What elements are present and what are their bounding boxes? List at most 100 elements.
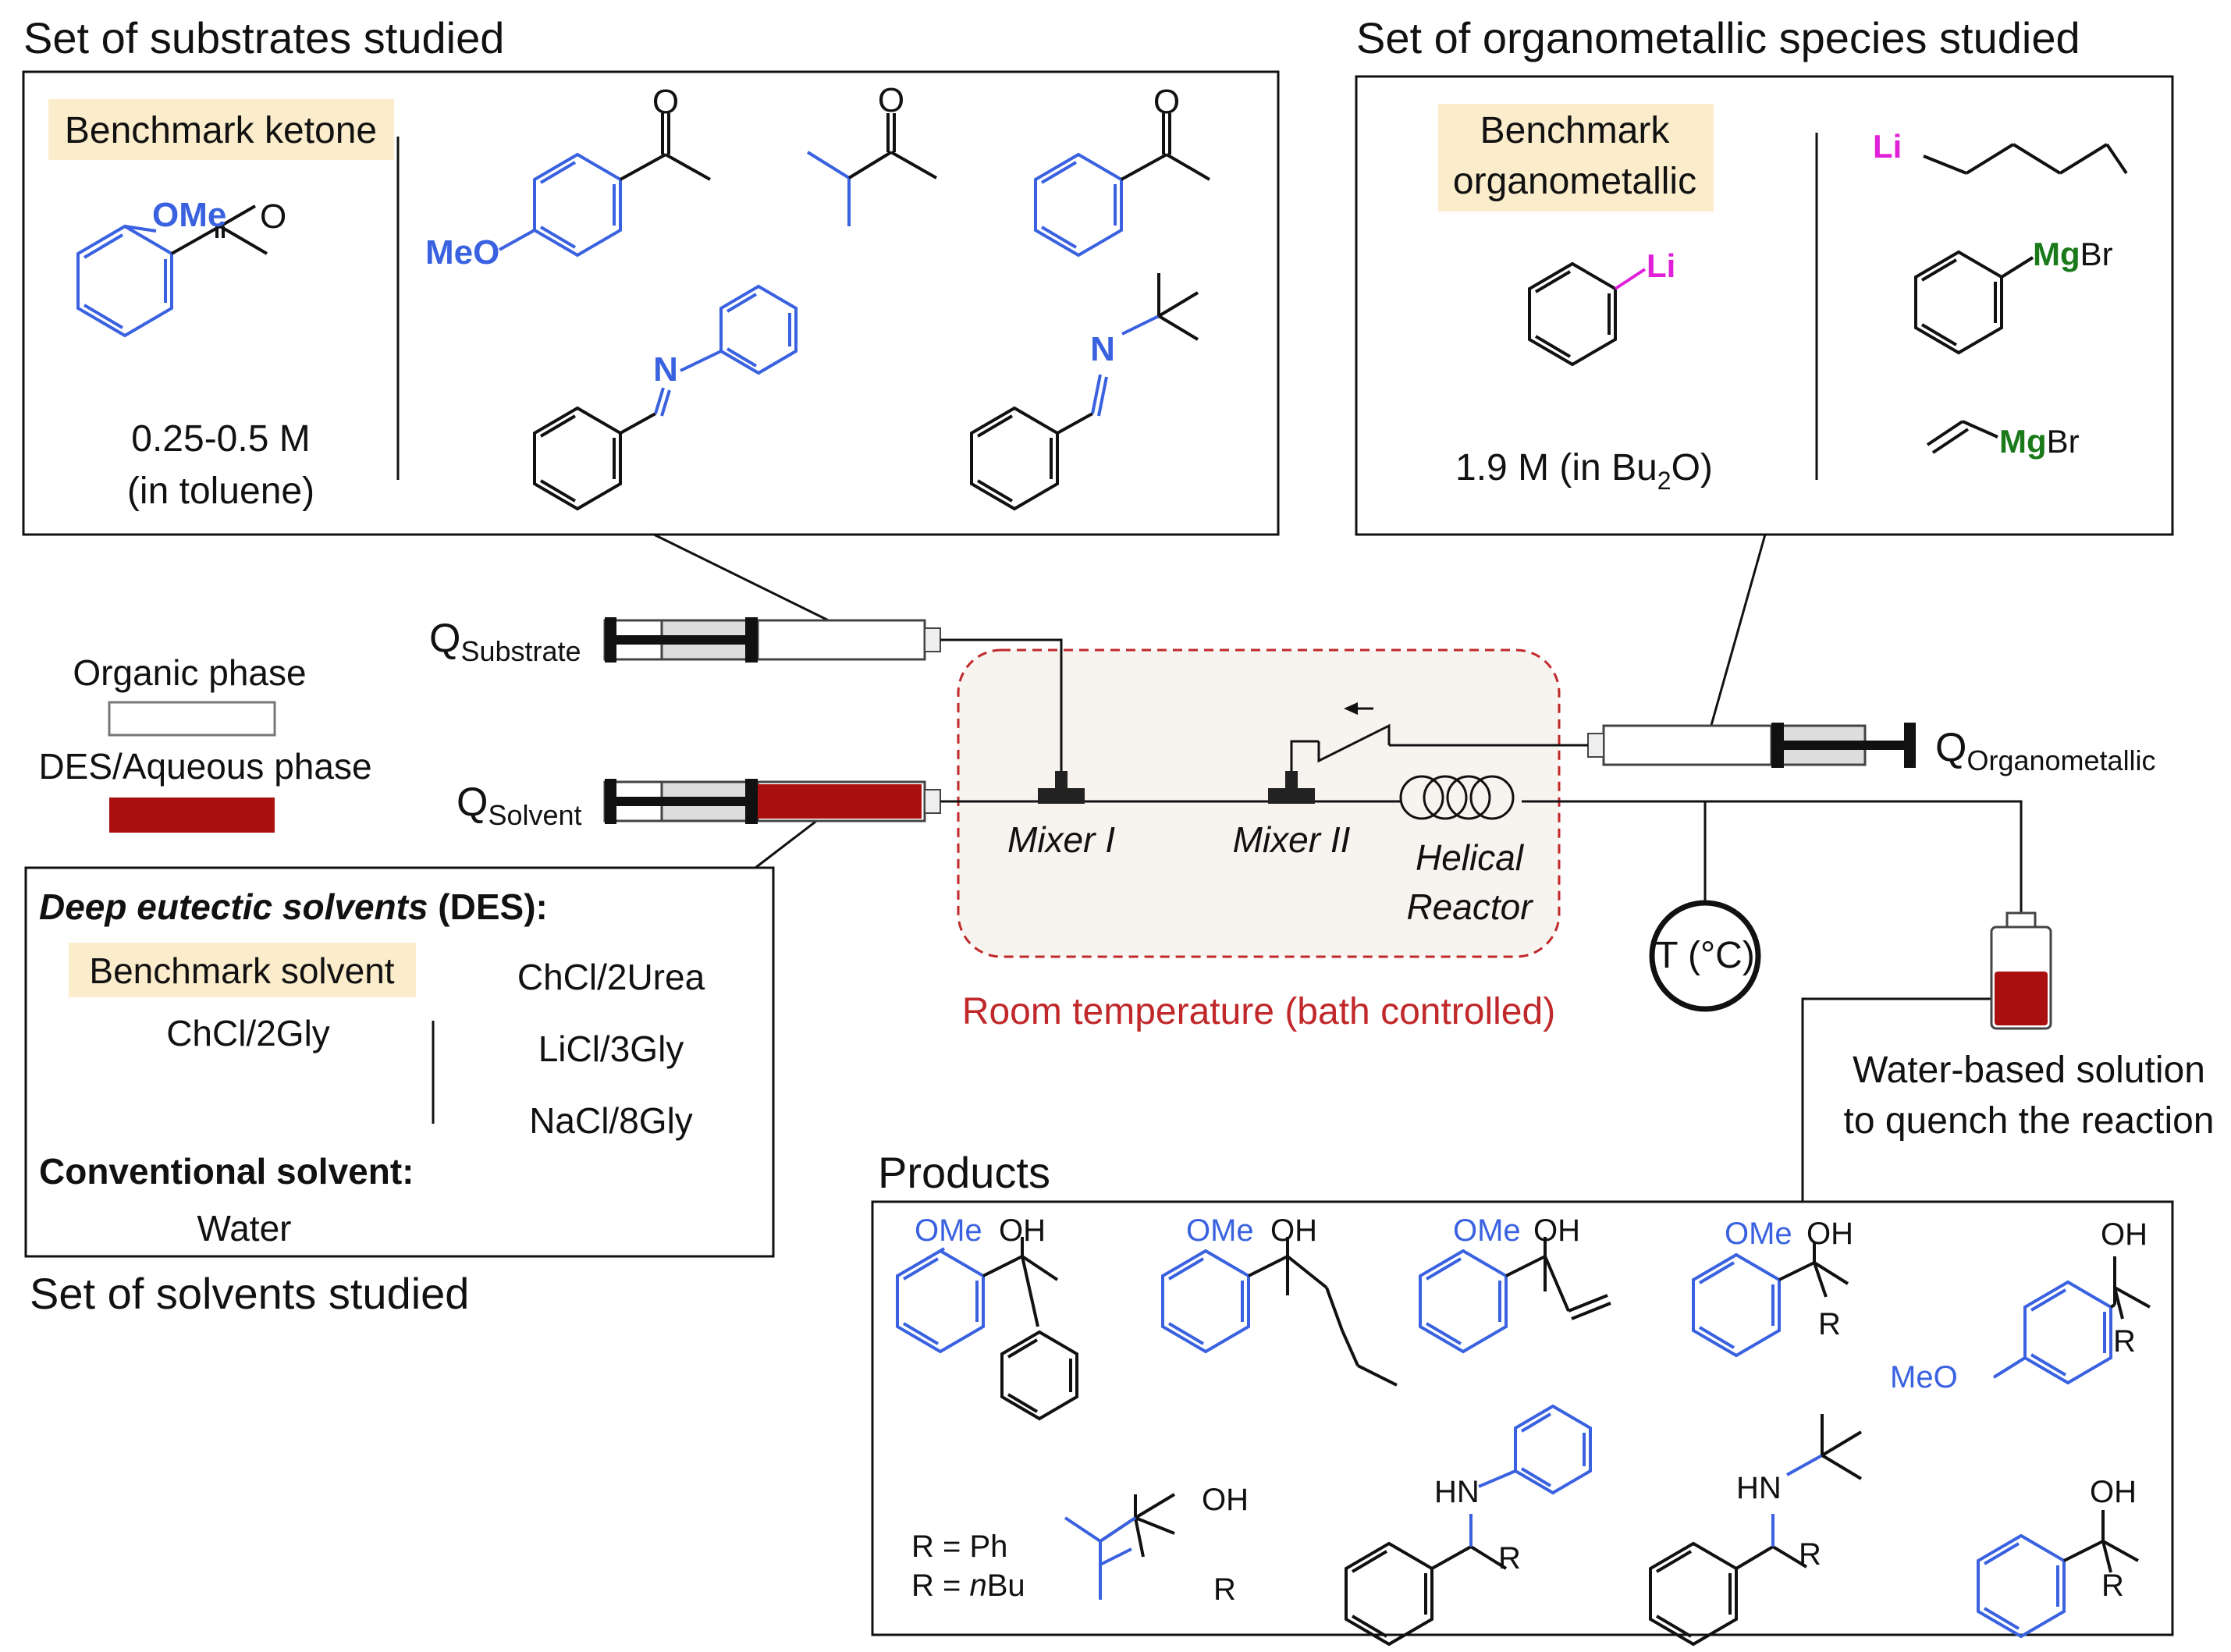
product-4-methoxyphenyl-r-carbinol (1992, 1256, 2151, 1385)
r-label: R (2101, 1569, 2124, 1603)
temperature-bath (957, 648, 1561, 958)
mixer-2-label: Mixer II (1233, 819, 1351, 860)
carbonyl-o-label: O (260, 197, 286, 236)
substrates-title: Set of substrates studied (23, 13, 504, 62)
products-panel (871, 1200, 2174, 1636)
oh-label: OH (1533, 1213, 1580, 1248)
benchmark-solvent-highlight (69, 943, 416, 997)
benchmark-ketone-highlight (48, 99, 394, 160)
solvent-option: LiCl/3Gly (538, 1029, 684, 1069)
hn-label: HN (1736, 1471, 1782, 1505)
legend-organic-label: Organic phase (73, 652, 306, 693)
molecule-n-butyllithium (1923, 143, 2128, 175)
product-butyl-carbinol (1161, 1237, 1398, 1387)
product-n-phenyl-amine (1345, 1404, 1592, 1647)
conventional-solvent-title: Conventional solvent: (39, 1151, 414, 1192)
benchmark-organometallic-highlight (1438, 104, 1714, 211)
product-vinyl-carbinol (1419, 1237, 1611, 1354)
r-label: R (1799, 1537, 1821, 1572)
conventional-solvent-value: Water (197, 1208, 292, 1249)
check-valve (1317, 702, 1391, 763)
product-isopropyl-r-carbinol (1064, 1493, 1176, 1600)
molecule-3-methyl-2-butanone (806, 113, 937, 226)
molecule-4-methoxyacetophenone (499, 113, 711, 258)
ome-label: OMe (1725, 1217, 1792, 1251)
organometallic-callout-line (1706, 534, 1767, 740)
benchmark-organometallic-label-1: Benchmark (1480, 110, 1671, 151)
r-label: R (1818, 1307, 1841, 1341)
organometallic-title: Set of organometallic species studied (1356, 13, 2080, 62)
molecule-vinylmagnesium-bromide (1926, 420, 1998, 454)
solvent-syringe (603, 779, 941, 824)
substrates-panel (22, 70, 1280, 536)
tubing (940, 638, 2023, 1202)
quench-label-1: Water-based solution (1853, 1050, 2205, 1091)
product-2-methoxyphenyl-r-carbinol (1692, 1242, 1849, 1358)
helical-label-1: Helical (1416, 837, 1525, 878)
benchmark-ketone-label: Benchmark ketone (65, 110, 377, 151)
temperature-label: T (°C) (1655, 935, 1755, 976)
room-temperature-label: Room temperature (bath controlled) (962, 991, 1555, 1032)
substrate-syringe (603, 617, 941, 663)
substrate-solvent: (in toluene) (127, 471, 314, 512)
oh-label: OH (1202, 1483, 1249, 1517)
molecule-2-methoxyacetophenone (76, 204, 268, 338)
solvents-panel (24, 866, 775, 1258)
r-definition-ph: R = Ph (911, 1529, 1007, 1564)
legend-des-swatch (109, 798, 275, 833)
oh-label: OH (1270, 1213, 1317, 1248)
carbonyl-o-label: O (652, 83, 679, 121)
hn-label: HN (1434, 1475, 1480, 1509)
li-label: Li (1873, 128, 1902, 165)
ome-label: OMe (1453, 1213, 1521, 1248)
quench-vial (1990, 911, 2052, 1030)
product-n-tert-butyl-amine (1649, 1414, 1863, 1647)
legend-des-label: DES/Aqueous phase (38, 746, 371, 787)
carbonyl-o-label: O (878, 81, 904, 119)
mixer-2 (1268, 771, 1315, 804)
ome-label: OMe (1186, 1213, 1254, 1248)
solvent-option: ChCl/2Urea (517, 957, 705, 997)
helical-label-2: Reactor (1406, 886, 1533, 927)
oh-label: OH (2101, 1217, 2148, 1252)
ome-label: OMe (915, 1213, 982, 1248)
q-solvent-label: QSolvent (457, 780, 582, 831)
r-label: R (1213, 1572, 1236, 1607)
ome-label: OMe (152, 196, 226, 234)
benchmark-organometallic-label-2: organometallic (1453, 161, 1696, 202)
oh-label: OH (2090, 1475, 2137, 1509)
quench-label-2: to quench the reaction (1843, 1100, 2214, 1142)
li-label: Li (1647, 247, 1675, 284)
molecule-n-benzylideneaniline (533, 284, 798, 511)
helical-reactor-coil (1315, 775, 1515, 820)
molecule-phenyllithium (1528, 261, 1647, 367)
imine-n-label: N (653, 350, 678, 389)
carbonyl-o-label: O (1153, 83, 1180, 121)
solvents-title: Set of solvents studied (30, 1269, 469, 1318)
organometallic-syringe (1587, 723, 1916, 768)
molecule-phenylmagnesium-bromide (1914, 250, 2034, 355)
meo-label: MeO (1890, 1360, 1958, 1394)
r-label: R (1498, 1541, 1521, 1576)
molecule-n-benzylidene-tert-butylamine (970, 273, 1199, 511)
mgbr-label: MgBr (1999, 423, 2080, 460)
legend-organic-swatch (108, 701, 276, 737)
organometallic-concentration: 1.9 M (in Bu2O) (1455, 447, 1713, 495)
oh-label: OH (999, 1213, 1046, 1248)
molecule-acetophenone (1034, 113, 1211, 258)
r-definition-nbu: R = nBu (911, 1569, 1025, 1603)
q-substrate-label: QSubstrate (429, 616, 581, 667)
imine-n-label: N (1090, 330, 1115, 368)
product-phenyl-r-carbinol (1977, 1510, 2139, 1639)
substrate-callout-line (653, 533, 845, 630)
mixer-1-label: Mixer I (1007, 819, 1115, 860)
temperature-probe (1649, 900, 1761, 1012)
substrate-concentration: 0.25-0.5 M (131, 418, 310, 460)
r-label: R (2113, 1324, 2136, 1359)
product-phenyl-carbinol (896, 1237, 1078, 1421)
meo-label: MeO (425, 233, 499, 272)
oh-label: OH (1806, 1217, 1853, 1251)
mixer-1 (1038, 771, 1085, 804)
